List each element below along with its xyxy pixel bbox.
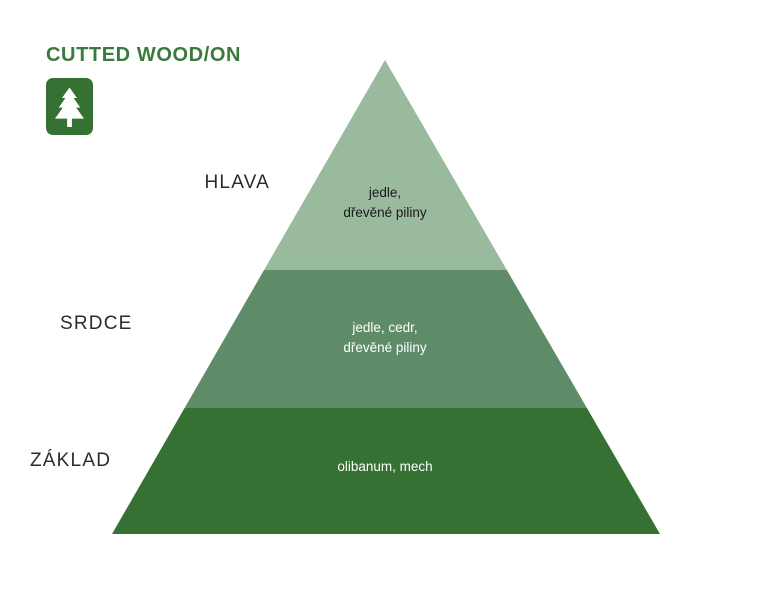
pine-tree-icon (54, 86, 85, 128)
level-notes-base: olibanum, mech (337, 459, 433, 474)
brand-title: CUTTED WOOD/ON (46, 44, 242, 66)
brand-block: CUTTED WOOD/ON (46, 44, 346, 135)
level-notes-head: jedle, dřevěné piliny (343, 185, 427, 220)
level-notes-heart: jedle, cedr, dřevěné piliny (343, 320, 427, 355)
brand-logo (46, 78, 93, 135)
level-label-heart: SRDCE (60, 313, 133, 334)
level-label-head: HLAVA (204, 172, 270, 193)
level-label-base: ZÁKLAD (30, 450, 112, 471)
